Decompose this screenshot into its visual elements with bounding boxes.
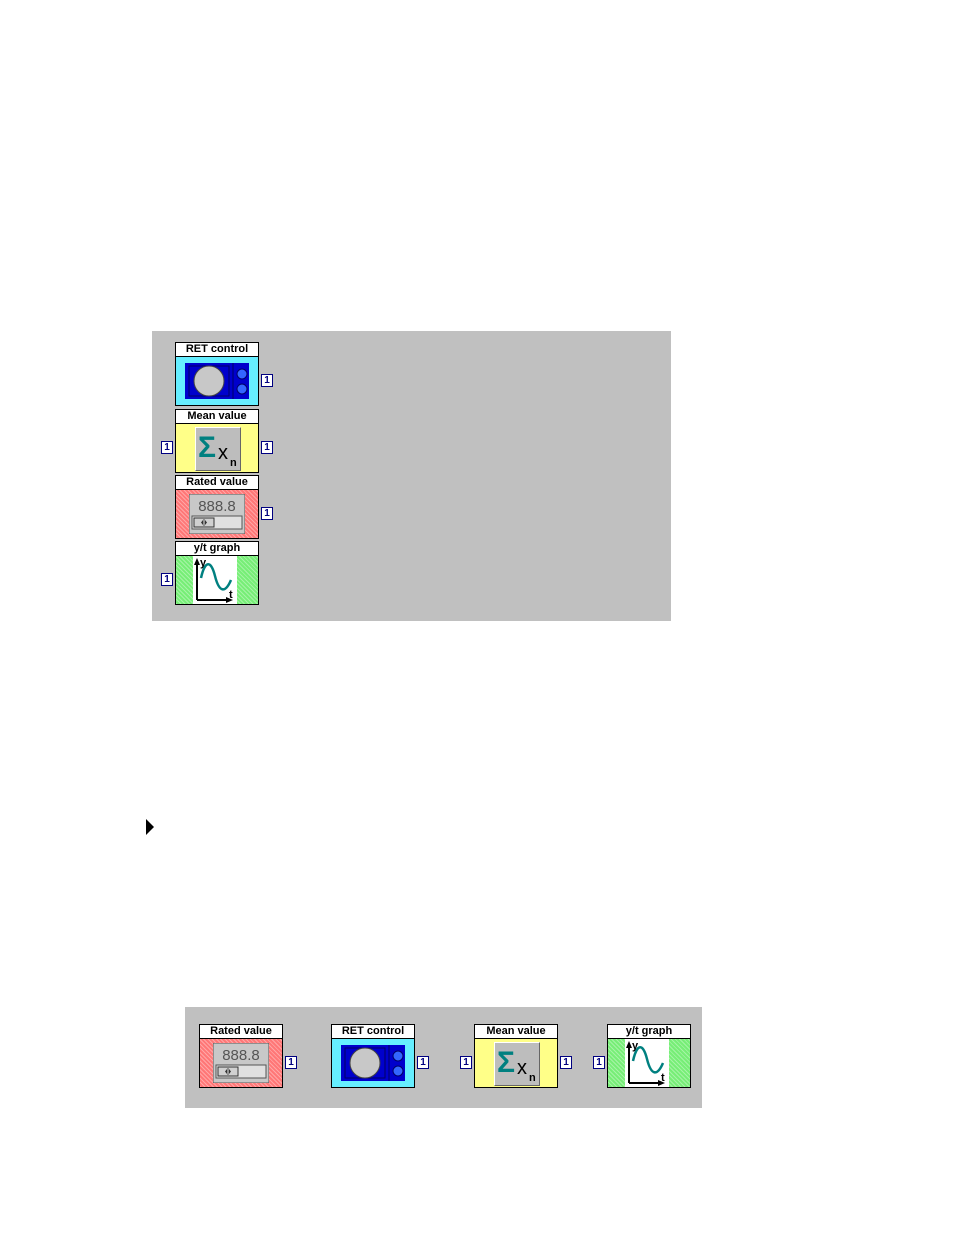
rated-value-icon: 888.8 xyxy=(213,1043,269,1083)
ret-control-block[interactable]: RET control 1 xyxy=(331,1024,415,1088)
block-title: Mean value xyxy=(474,1024,558,1039)
t-axis-label: t xyxy=(661,1072,665,1084)
block-title: Rated value xyxy=(175,475,259,490)
ret-control-block[interactable]: RET control 1 xyxy=(175,342,259,406)
block-body: y t xyxy=(607,1038,691,1088)
block-title: RET control xyxy=(331,1024,415,1039)
horizontal-function-panel: Rated value 888.8 1 RET control xyxy=(185,1007,702,1108)
output-port[interactable]: 1 xyxy=(261,507,273,520)
rated-value-block[interactable]: Rated value 888.8 1 xyxy=(175,475,259,539)
block-title: Mean value xyxy=(175,409,259,424)
svg-text:Σ: Σ xyxy=(497,1046,515,1079)
yt-graph-icon: y t xyxy=(193,556,237,604)
rated-value-icon: 888.8 xyxy=(189,494,245,534)
ret-control-icon xyxy=(185,363,249,399)
svg-text:n: n xyxy=(230,457,237,469)
input-port[interactable]: 1 xyxy=(460,1056,472,1069)
block-body: Σ x n xyxy=(474,1038,558,1088)
ret-control-icon xyxy=(341,1045,405,1081)
output-port[interactable]: 1 xyxy=(261,441,273,454)
digital-display: 888.8 xyxy=(198,498,236,515)
block-body: Σ x n xyxy=(175,423,259,473)
mean-value-block[interactable]: Mean value Σ x n 1 1 xyxy=(175,409,259,473)
block-title: y/t graph xyxy=(607,1024,691,1039)
block-body: 888.8 xyxy=(199,1038,283,1088)
yt-graph-block[interactable]: y/t graph y t 1 xyxy=(607,1024,691,1088)
rated-value-block[interactable]: Rated value 888.8 1 xyxy=(199,1024,283,1088)
vertical-function-panel: RET control 1 Mean value Σ x n 1 1 xyxy=(152,331,671,621)
sum-icon: Σ x n xyxy=(494,1042,540,1086)
svg-text:Σ: Σ xyxy=(198,431,216,464)
output-port[interactable]: 1 xyxy=(261,374,273,387)
output-port[interactable]: 1 xyxy=(560,1056,572,1069)
svg-text:x: x xyxy=(517,1057,527,1079)
yt-graph-icon: y t xyxy=(625,1039,669,1087)
output-port[interactable]: 1 xyxy=(417,1056,429,1069)
yt-graph-block[interactable]: y/t graph y t 1 xyxy=(175,541,259,605)
mean-value-block[interactable]: Mean value Σ x n 1 1 xyxy=(474,1024,558,1088)
input-port[interactable]: 1 xyxy=(161,441,173,454)
block-title: y/t graph xyxy=(175,541,259,556)
digital-display: 888.8 xyxy=(222,1047,260,1064)
sum-icon: Σ x n xyxy=(195,427,241,471)
block-title: RET control xyxy=(175,342,259,357)
output-port[interactable]: 1 xyxy=(285,1056,297,1069)
svg-text:n: n xyxy=(529,1072,536,1084)
triangle-pointer-icon xyxy=(146,819,154,835)
input-port[interactable]: 1 xyxy=(593,1056,605,1069)
y-axis-label: y xyxy=(632,1040,639,1052)
block-body xyxy=(331,1038,415,1088)
t-axis-label: t xyxy=(229,589,233,601)
block-body: 888.8 xyxy=(175,489,259,539)
block-body xyxy=(175,356,259,406)
block-title: Rated value xyxy=(199,1024,283,1039)
block-body: y t xyxy=(175,555,259,605)
input-port[interactable]: 1 xyxy=(161,573,173,586)
y-axis-label: y xyxy=(200,557,207,569)
svg-text:x: x xyxy=(218,442,228,464)
